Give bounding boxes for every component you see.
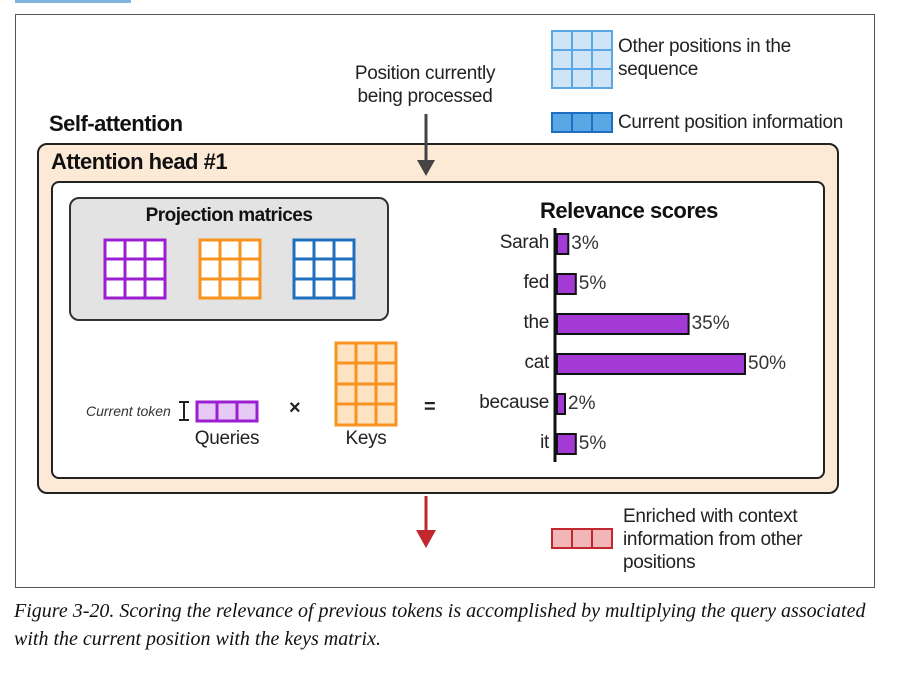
projection-matrices-title: Projection matrices bbox=[145, 205, 313, 226]
relevance-scores-title: Relevance scores bbox=[540, 198, 718, 223]
relevance-value-label: 5% bbox=[578, 273, 607, 294]
relevance-category-label: because bbox=[479, 392, 549, 413]
position-arrow bbox=[417, 114, 435, 176]
relevance-bar bbox=[556, 433, 577, 455]
queries-label: Queries bbox=[194, 428, 260, 449]
key-projection-matrix bbox=[198, 238, 262, 300]
relevance-bars bbox=[556, 233, 746, 455]
relevance-category-label: Sarah bbox=[499, 232, 550, 253]
output-arrow bbox=[416, 496, 436, 548]
figure-caption: Figure 3-20. Scoring the relevance of pr… bbox=[14, 600, 866, 650]
position-processed-label: Position currently being processed bbox=[354, 63, 496, 107]
keys-label: Keys bbox=[345, 428, 387, 449]
relevance-bar bbox=[556, 393, 566, 415]
figure-frame bbox=[15, 14, 875, 588]
relevance-category-label: the bbox=[523, 312, 549, 333]
query-projection-matrix bbox=[103, 238, 167, 300]
legend: Other positions in the sequence Current … bbox=[551, 30, 871, 140]
queries-vector bbox=[195, 400, 259, 423]
relevance-value-label: 2% bbox=[568, 393, 596, 414]
relevance-value-label: 35% bbox=[691, 313, 730, 334]
relevance-category-label: cat bbox=[524, 352, 550, 373]
legend-enriched-swatch bbox=[551, 528, 613, 549]
keys-matrix bbox=[334, 341, 398, 427]
attention-head-title: Attention head #1 bbox=[51, 149, 228, 174]
relevance-bar bbox=[556, 313, 690, 335]
value-projection-matrix bbox=[292, 238, 356, 300]
legend-other-positions-swatch bbox=[551, 30, 613, 133]
relevance-bar bbox=[556, 233, 570, 255]
relevance-category-label: it bbox=[540, 432, 549, 453]
top-accent-bar bbox=[15, 0, 131, 3]
legend-current-position-label: Current position information bbox=[618, 112, 843, 133]
relevance-bar bbox=[556, 273, 577, 295]
current-token-label: Current token bbox=[86, 403, 171, 419]
legend-other-positions-line2: sequence bbox=[618, 59, 699, 80]
legend-current-position-swatch bbox=[551, 112, 613, 133]
relevance-category-label: fed bbox=[523, 272, 549, 293]
self-attention-title: Self-attention bbox=[49, 111, 183, 136]
relevance-value-label: 50% bbox=[748, 353, 787, 374]
relevance-value-label: 5% bbox=[578, 433, 607, 454]
relevance-bar bbox=[556, 353, 746, 375]
equals-symbol: = bbox=[424, 396, 436, 418]
legend-enriched-label: Enriched with context information from o… bbox=[623, 506, 803, 573]
relevance-value-label: 3% bbox=[571, 233, 599, 254]
current-token-marker bbox=[179, 401, 189, 421]
multiply-symbol: × bbox=[289, 397, 301, 419]
legend-other-positions-line1: Other positions in the bbox=[618, 36, 791, 57]
